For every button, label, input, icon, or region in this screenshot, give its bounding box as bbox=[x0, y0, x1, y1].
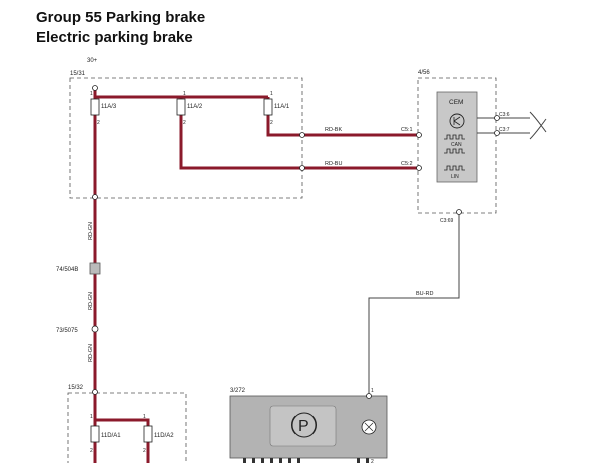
cem-module bbox=[436, 91, 478, 183]
label-pin-c3-6: C3:6 bbox=[499, 112, 510, 118]
indicator-lamp-cross bbox=[364, 422, 374, 432]
can-waveform-icon bbox=[444, 134, 465, 140]
can-waveform-icon-2 bbox=[444, 148, 465, 154]
label-pin-c3-69: C3:69 bbox=[440, 218, 454, 224]
pin-label: 2 bbox=[97, 120, 100, 126]
pin-label: 1 bbox=[371, 388, 374, 394]
label-fuse-11a-1: 11A/1 bbox=[274, 104, 290, 110]
label-connector-73-5075: 73/5075 bbox=[56, 328, 78, 334]
label-fuse-11d-a2: 11D/A2 bbox=[154, 433, 174, 439]
wire-rd-bk bbox=[266, 97, 419, 137]
switch-button-frame bbox=[269, 405, 337, 447]
wire-bu-rd bbox=[368, 212, 460, 396]
label-30-plus: 30+ bbox=[87, 58, 98, 64]
fuse-11d-a1 bbox=[90, 425, 100, 443]
parking-brake-icon bbox=[291, 412, 317, 438]
pin-label: 1 bbox=[183, 91, 186, 97]
junction-points bbox=[92, 85, 500, 399]
label-wire-rd-gn-1: RD-GN bbox=[88, 222, 94, 240]
fuse-11a-2 bbox=[176, 98, 186, 116]
label-fuse-11a-3: 11A/3 bbox=[101, 104, 117, 110]
label-pin-c3-7: C3:7 bbox=[499, 127, 510, 133]
pin-label: 1 bbox=[90, 414, 93, 420]
label-cem-id: 4/56 bbox=[418, 70, 430, 76]
wire-fuse-d bbox=[95, 418, 150, 463]
label-wire-rd-gn-3: RD-GN bbox=[88, 344, 94, 362]
label-fuse-box-15-31: 15/31 bbox=[70, 71, 86, 77]
wire-twist-icon bbox=[529, 111, 547, 140]
connector-74-504b bbox=[89, 262, 101, 275]
label-pin-c5-1: C5:1 bbox=[401, 127, 413, 133]
fuse-11d-a2 bbox=[143, 425, 153, 443]
label-fuse-box-15-32: 15/32 bbox=[68, 385, 84, 391]
fuse-box-15-32 bbox=[67, 392, 187, 463]
fuse-box-15-31 bbox=[69, 77, 303, 199]
label-pin-c5-2: C5:2 bbox=[401, 161, 413, 167]
diagram-title-group: Group 55 Parking brake bbox=[36, 9, 206, 26]
pin-label: 2 bbox=[371, 459, 374, 463]
label-connector-74-504b: 74/504B bbox=[56, 267, 78, 273]
pin-label: 1 bbox=[90, 91, 93, 97]
connector-73-5075 bbox=[91, 325, 99, 333]
label-wire-rd-bu: RD-BU bbox=[325, 161, 342, 167]
label-wire-rd-gn-2: RD-GN bbox=[88, 292, 94, 310]
label-can: CAN bbox=[451, 142, 462, 148]
pin-label: 2 bbox=[270, 120, 273, 126]
label-wire-rd-bk: RD-BK bbox=[325, 127, 342, 133]
label-fuse-11d-a1: 11D/A1 bbox=[101, 433, 121, 439]
pin-label: 1 bbox=[143, 414, 146, 420]
transistor-icon-symbol bbox=[453, 116, 461, 126]
diagram-title-system: Electric parking brake bbox=[36, 29, 193, 46]
switch-pins bbox=[243, 458, 369, 463]
label-switch-id: 3/272 bbox=[230, 388, 246, 394]
wire-rd-bu bbox=[179, 97, 419, 170]
fuse-11a-1 bbox=[263, 98, 273, 116]
pin-label: 2 bbox=[183, 120, 186, 126]
fuse-11a-3 bbox=[90, 98, 100, 116]
label-lin: LIN bbox=[451, 174, 459, 180]
signal-wires bbox=[368, 111, 547, 396]
label-switch-p: P bbox=[298, 418, 309, 435]
pin-label: 1 bbox=[270, 91, 273, 97]
lin-waveform-icon bbox=[444, 165, 465, 171]
pin-label: 2 bbox=[90, 448, 93, 454]
label-fuse-11a-2: 11A/2 bbox=[187, 104, 203, 110]
label-cem: CEM bbox=[449, 99, 463, 106]
transistor-icon bbox=[449, 113, 465, 129]
label-wire-bu-rd: BU-RD bbox=[416, 291, 433, 297]
parking-brake-icon-brackets bbox=[291, 415, 317, 435]
pin-label: 2 bbox=[143, 448, 146, 454]
